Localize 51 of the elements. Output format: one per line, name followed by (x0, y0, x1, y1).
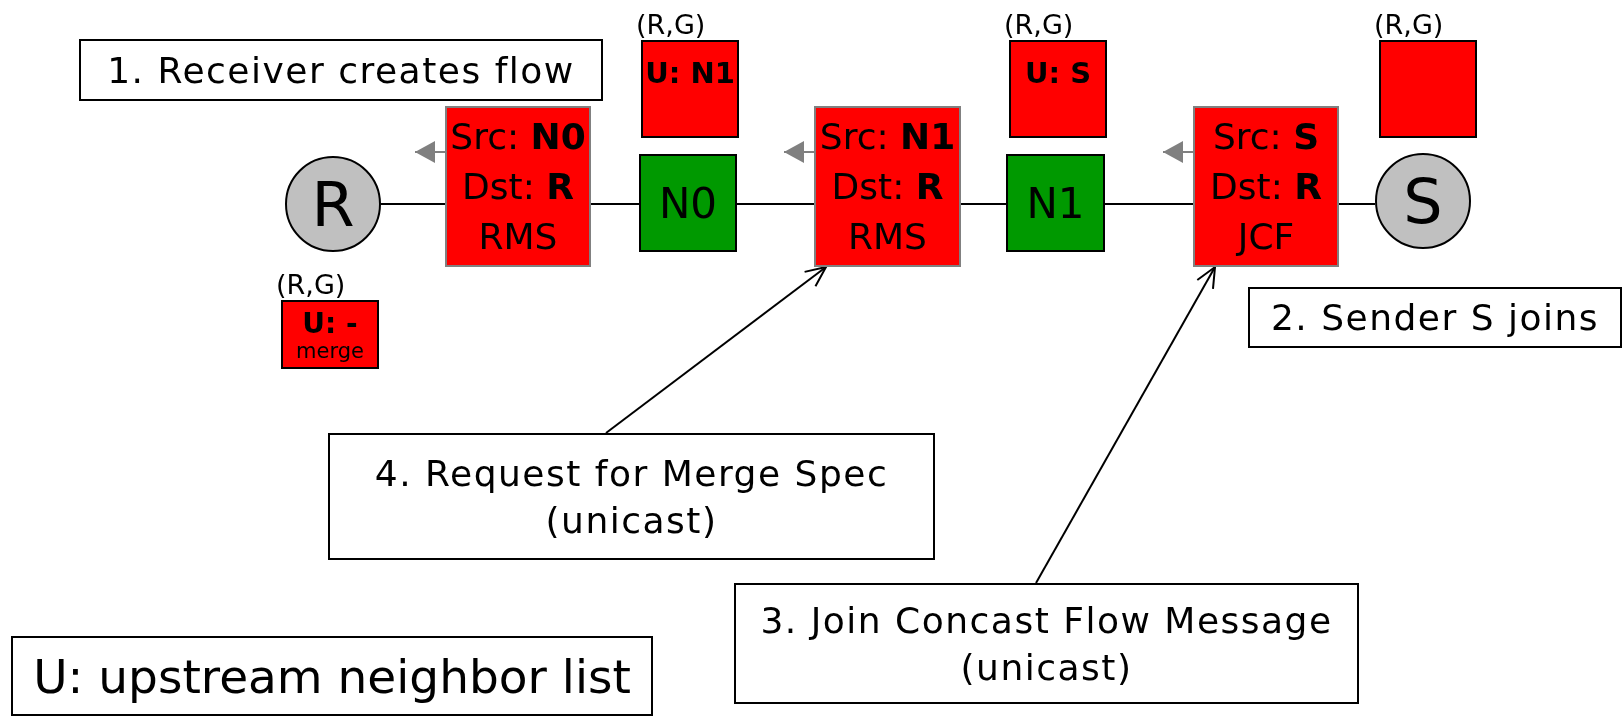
step-text: 3. Join Concast Flow Message (unicast) (759, 598, 1334, 690)
state-text: JCF (1237, 214, 1295, 259)
link-line (960, 203, 1007, 205)
state-text: RMS (848, 214, 927, 259)
state-text: U: - (302, 308, 358, 339)
tuple-label: (R,G) (276, 270, 346, 300)
state-text: U: N1 (645, 55, 735, 92)
state-text: Src: N1 (819, 114, 956, 159)
step-box (328, 433, 935, 560)
state-text: RMS (478, 214, 558, 259)
tuple-label: (R,G) (1004, 10, 1074, 40)
step-text: 2. Sender S joins (1270, 296, 1600, 340)
router-state-box (814, 106, 961, 267)
link-line (380, 203, 446, 205)
state-box (1379, 40, 1477, 138)
arrow (414, 141, 446, 163)
state-box (1009, 40, 1107, 138)
arrow (783, 141, 815, 163)
leader-arrow (605, 266, 827, 434)
state-text: U: S (1024, 55, 1092, 92)
tuple-label: (R,G) (636, 10, 706, 40)
state-text: Src: N0 (450, 114, 586, 159)
state-text: Dst: R (462, 164, 574, 209)
router-box (1006, 154, 1105, 252)
step-box (734, 583, 1359, 704)
step-text: 1. Receiver creates flow (107, 48, 575, 93)
link-line (590, 203, 640, 205)
leader-arrow (1035, 266, 1216, 584)
state-text: N1 (1026, 177, 1085, 230)
step-box (79, 39, 603, 101)
state-box (281, 300, 379, 369)
host-label: S (1403, 163, 1443, 240)
state-box (641, 40, 739, 138)
link-line (1104, 203, 1194, 205)
link-line (736, 203, 815, 205)
tuple-label: (R,G) (1374, 10, 1444, 40)
router-state-box (445, 106, 591, 267)
step-text: U: upstream neighbor list (33, 647, 631, 706)
arrow (1162, 141, 1194, 163)
state-text: Dst: R (1210, 164, 1322, 209)
state-text: merge (296, 339, 364, 363)
state-text: Dst: R (831, 164, 944, 209)
router-box (639, 154, 737, 252)
router-state-box (1193, 106, 1339, 267)
state-text: Src: S (1212, 114, 1320, 159)
note-box (11, 636, 653, 716)
link-line (1338, 203, 1376, 205)
state-text: N0 (658, 177, 718, 230)
step-text: 4. Request for Merge Spec (unicast) (373, 451, 890, 543)
host-label: R (311, 166, 355, 243)
step-box (1248, 287, 1622, 348)
